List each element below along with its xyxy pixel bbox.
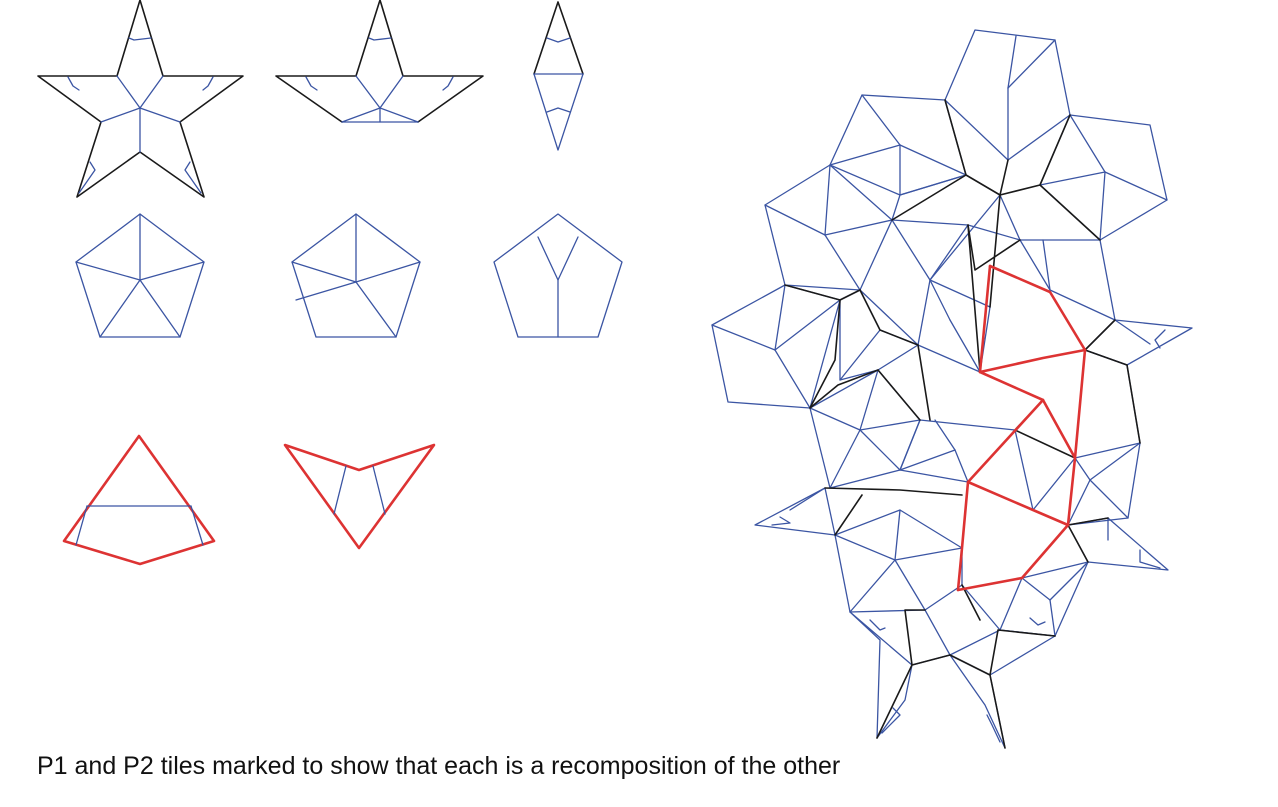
kite-tile (62, 434, 216, 566)
patch-blue-lines (711, 29, 1193, 749)
star-tile (37, 0, 244, 198)
pentagon-tile-1 (75, 213, 205, 338)
dart-tile (283, 443, 436, 550)
pentagon-tile-3 (493, 213, 623, 338)
patch-red-lines (956, 264, 1087, 592)
boat-tile (275, 0, 484, 123)
figure-caption: P1 and P2 tiles marked to show that each… (37, 752, 841, 780)
diamond-tile (533, 1, 584, 151)
patch-black-lines (784, 99, 1141, 749)
tiling-patch (711, 29, 1193, 749)
pentagon-tile-2 (291, 213, 421, 338)
